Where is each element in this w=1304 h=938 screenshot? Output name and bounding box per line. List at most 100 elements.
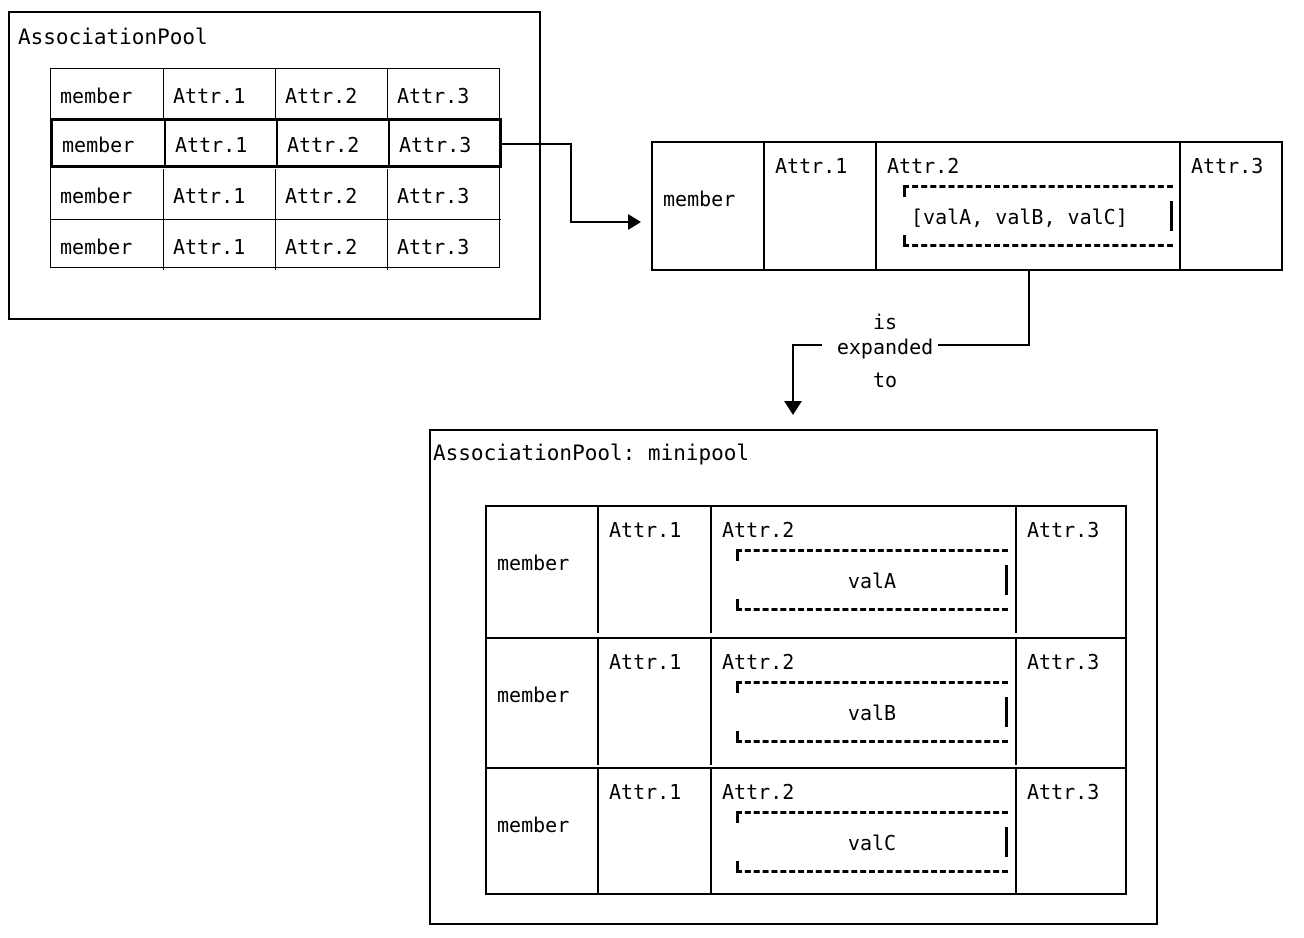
table-row[interactable]: member Attr.1 Attr.2 Attr.3 [51,219,501,270]
minipool-attr3-label: Attr.3 [1027,650,1100,674]
pool-cell-member: member [53,121,166,165]
minipool-attr3-label: Attr.3 [1027,780,1100,804]
arrow-right-icon [628,214,641,230]
dashed-border-right [1170,201,1173,231]
minipool-cell-member: member [487,507,599,633]
expand-label-line-1: is [872,310,898,334]
dashed-border-top [736,681,1008,684]
dashed-border-right [1005,827,1008,857]
dashed-border-top [736,549,1008,552]
dashed-corner-bottom-left [736,861,739,873]
minipool-container [429,429,1158,925]
detail-attr2-label: Attr.2 [887,154,960,178]
association-pool-title: AssociationPool [18,25,208,49]
minipool-attr1-label: Attr.1 [609,780,682,804]
minipool-attr2-label: Attr.2 [722,518,795,542]
minipool-cell-member: member [487,639,599,765]
dashed-border-top [736,811,1008,814]
expand-label-line-2: expanded [836,335,934,359]
detail-attr3-label: Attr.3 [1191,154,1264,178]
minipool-title: AssociationPool: minipool [433,441,750,465]
connector-segment-vertical [570,143,572,223]
pool-cell-member: member [51,169,164,219]
dashed-corner-bottom-left [736,599,739,611]
table-row[interactable]: member Attr.1 Attr.2 Attr.3 [51,169,501,219]
minipool-attr2-label: Attr.2 [722,780,795,804]
dashed-border-bottom [736,870,1008,873]
table-row[interactable]: member Attr.1 Attr.2 valA Attr.3 [487,507,1125,637]
minipool-cell-attr1: Attr.1 [599,769,712,895]
minipool-cell-attr2: Attr.2 valC [712,769,1017,895]
minipool-attr1-label: Attr.1 [609,650,682,674]
dashed-corner-top-left [736,681,739,693]
pool-cell-attr3: Attr.3 [399,133,472,157]
expand-connector-horizontal-left [792,344,822,346]
pool-cell-attr3: Attr.3 [397,84,470,108]
association-pool-container [8,11,541,320]
minipool-cell-attr2: Attr.2 valA [712,507,1017,633]
minipool-cell-attr1: Attr.1 [599,639,712,765]
minipool-attr2-value-dashed-box: valA [736,549,1008,611]
table-row-highlighted[interactable]: member Attr.1 Attr.2 Attr.3 [50,118,502,168]
dashed-border-right [1005,565,1008,595]
arrow-down-icon [784,401,802,415]
detail-cell-member: member [653,143,765,269]
pool-cell-attr2: Attr.2 [276,169,388,219]
table-row[interactable]: member Attr.1 Attr.2 valB Attr.3 [487,637,1125,767]
association-pool-table: member Attr.1 Attr.2 Attr.3 member Attr.… [50,68,502,270]
dashed-border-top [903,185,1173,188]
pool-cell-attr3: Attr.3 [397,235,470,259]
minipool-attr2-label: Attr.2 [722,650,795,674]
detail-cell-attr1: Attr.1 [765,143,877,269]
pool-cell-attr1: Attr.1 [166,121,278,165]
dashed-border-bottom [736,608,1008,611]
connector-segment-horizontal [502,143,572,145]
dashed-corner-bottom-left [736,731,739,743]
minipool-cell-attr3: Attr.3 [1017,769,1125,895]
expand-label-line-3: to [872,368,898,392]
minipool-table: member Attr.1 Attr.2 valA Attr.3 [485,505,1127,895]
minipool-member-label: member [497,813,570,837]
minipool-cell-member: member [487,769,599,895]
detail-attr1-label: Attr.1 [775,154,848,178]
detail-member-label: member [663,187,736,211]
dashed-border-bottom [736,740,1008,743]
minipool-member-label: member [497,551,570,575]
expand-connector-vertical-right [1028,271,1030,346]
minipool-attr2-value: valC [847,831,897,855]
expand-connector-vertical-left [792,344,794,404]
table-row[interactable]: member Attr.1 Attr.2 valC Attr.3 [487,767,1125,897]
connector-segment-horizontal [570,221,628,223]
detail-attr2-value-dashed-box: [valA, valB, valC] [903,185,1173,247]
pool-cell-attr1: Attr.1 [164,169,276,219]
detail-cell-attr2: Attr.2 [valA, valB, valC] [877,143,1181,269]
expand-connector-horizontal-right [938,344,1030,346]
detail-cell-attr3: Attr.3 [1181,143,1281,269]
dashed-corner-bottom-left [903,235,906,247]
minipool-cell-attr3: Attr.3 [1017,639,1125,765]
minipool-cell-attr3: Attr.3 [1017,507,1125,633]
dashed-border-bottom [903,244,1173,247]
dashed-border-right [1005,697,1008,727]
minipool-attr2-value-dashed-box: valC [736,811,1008,873]
pool-cell-attr1: Attr.1 [164,220,276,270]
detail-attr2-value: [valA, valB, valC] [911,205,1128,229]
minipool-attr2-value: valB [847,701,897,725]
table-row[interactable]: member Attr.1 Attr.2 Attr.3 [51,69,501,119]
detail-row-box: member Attr.1 Attr.2 [valA, valB, valC] … [651,141,1283,271]
minipool-attr1-label: Attr.1 [609,518,682,542]
pool-cell-attr2: Attr.2 [276,220,388,270]
minipool-attr3-label: Attr.3 [1027,518,1100,542]
minipool-cell-attr2: Attr.2 valB [712,639,1017,765]
dashed-corner-top-left [736,811,739,823]
dashed-corner-top-left [736,549,739,561]
pool-cell-attr2: Attr.2 [278,121,390,165]
pool-cell-member: member [51,220,164,270]
dashed-corner-top-left [903,185,906,197]
pool-cell-attr2: Attr.2 [276,69,388,119]
pool-cell-attr1: Attr.1 [164,69,276,119]
minipool-member-label: member [497,683,570,707]
pool-cell-member: member [51,69,164,119]
pool-cell-attr3: Attr.3 [397,184,470,208]
